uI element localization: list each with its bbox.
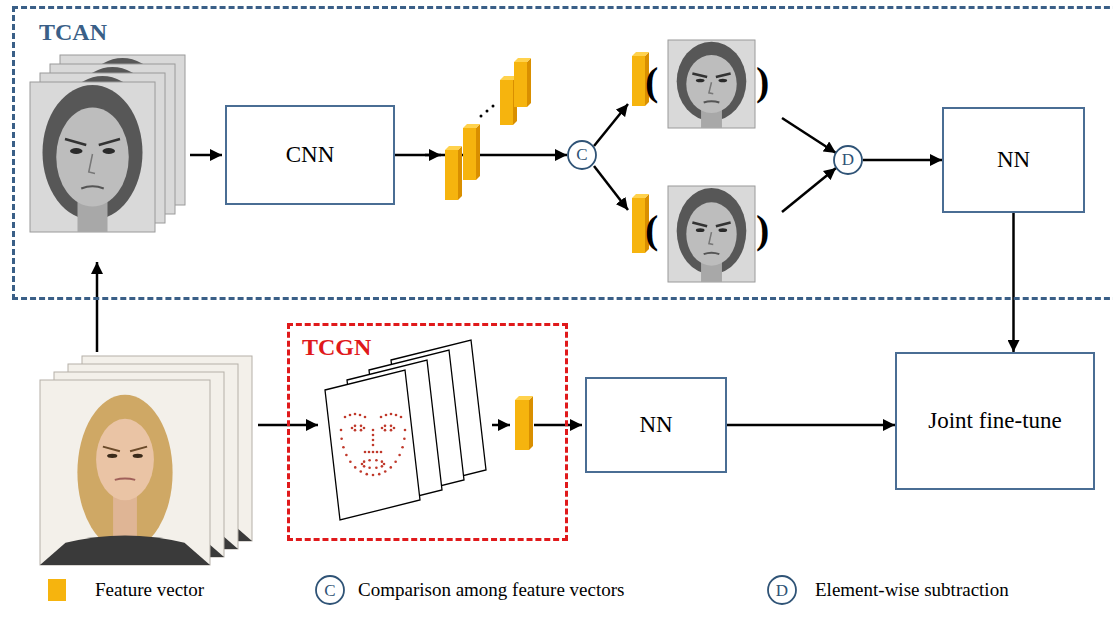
arrow [190,154,222,157]
legend-symbol [316,576,344,604]
nn-box: NN [585,377,727,473]
node-text: NN [997,147,1030,172]
feature-vector [514,58,531,107]
feature-vector [445,146,462,200]
arrow [492,424,510,427]
arrow-connector [727,424,895,427]
node-text: C [576,146,587,165]
region-heading: TCGN [302,334,371,360]
legend-swatch [48,579,66,601]
arrow [594,104,628,146]
arrow [782,118,836,153]
face-photo [668,40,755,128]
face-photo [40,380,210,565]
legend-symbol-letter: C [324,582,335,599]
ellipsis-dot [492,105,495,108]
feature-vector [463,124,480,180]
arrow [425,154,441,157]
node-text: NN [639,412,672,437]
node-text: CNN [286,142,335,167]
parenthesis: ) [756,62,769,102]
node-text: D [842,151,854,170]
comparison-circle: C [567,140,597,170]
arrow [782,168,836,212]
arrow [594,166,628,210]
subtraction-circle: D [833,145,863,175]
arrow [96,262,99,352]
node-text: Joint fine-tune [928,408,1062,433]
arrow-connector [863,159,942,162]
region-heading: TCAN [39,19,107,45]
face-photo [30,82,155,232]
legend-symbol-letter: D [776,582,788,599]
parenthesis: ) [756,210,769,250]
cnn-box: CNN [225,105,395,205]
nn-box: NN [942,107,1085,213]
ellipsis-dot [480,115,483,118]
legend-symbol [768,576,796,604]
tcan-region: TCAN CNN C D NN [12,6,1113,300]
legend-text: Comparison among feature vectors [358,580,624,601]
feature-vector [515,396,533,450]
arrow [534,424,582,427]
legend-text: Feature vector [95,580,204,601]
joint-finetune-box: Joint fine-tune [895,352,1095,490]
face-photo [668,186,755,282]
tcgn-region: TCGN [287,323,568,541]
legend-text: Element-wise subtraction [815,580,1009,601]
ellipsis-dot [486,110,489,113]
parenthesis: ( [645,210,658,250]
landmark-map [325,370,420,520]
arrow-connector [1012,213,1015,352]
arrow-connector [395,154,567,157]
parenthesis: ( [645,62,658,102]
